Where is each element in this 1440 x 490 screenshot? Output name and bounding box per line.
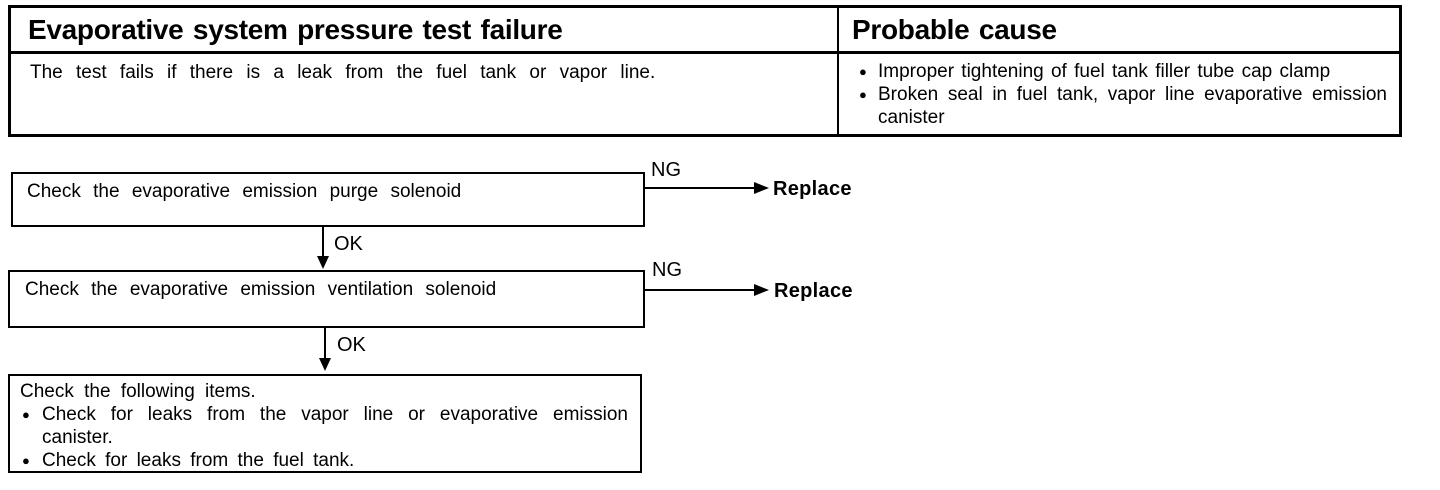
list-item: ● Broken seal in fuel tank, vapor line e…: [859, 83, 1387, 129]
flow-step-1-box: Check the evaporative emission purge sol…: [11, 172, 645, 227]
ng-label-2: NG: [652, 259, 682, 281]
ok-label-1: OK: [334, 233, 363, 255]
bullet-icon: ●: [859, 87, 867, 102]
probable-cause-item: Broken seal in fuel tank, vapor line eva…: [878, 84, 1387, 128]
bullet-icon: ●: [22, 453, 30, 468]
failure-header-label: Evaporative system pressure test failure: [28, 13, 563, 45]
replace-action-1: Replace: [773, 178, 852, 200]
ok-connector-line-2: [324, 328, 326, 360]
list-item: ● Check for leaks from the fuel tank.: [14, 449, 632, 472]
right-arrowhead-icon: [754, 284, 769, 296]
probable-cause-header-cell: Probable cause: [839, 8, 1399, 51]
flow-step-3-title: Check the following items.: [20, 381, 256, 402]
list-item: ● Check for leaks from the vapor line or…: [14, 403, 632, 449]
check-item: Check for leaks from the vapor line or e…: [42, 404, 628, 448]
down-arrowhead-icon: [319, 358, 331, 371]
ng-connector-line-2: [645, 289, 755, 291]
ng-label-1: NG: [651, 159, 681, 181]
probable-cause-cell: ● Improper tightening of fuel tank fille…: [839, 54, 1399, 134]
failure-header-cell: Evaporative system pressure test failure: [11, 8, 839, 51]
probable-cause-item: Improper tightening of fuel tank filler …: [878, 61, 1331, 82]
ng-connector-line-1: [645, 187, 755, 189]
failure-description-cell: The test fails if there is a leak from t…: [11, 54, 839, 134]
probable-cause-list: ● Improper tightening of fuel tank fille…: [859, 60, 1387, 129]
diagnosis-table: Evaporative system pressure test failure…: [8, 5, 1402, 137]
ok-label-2: OK: [337, 334, 366, 356]
table-body-row: The test fails if there is a leak from t…: [11, 54, 1399, 134]
replace-action-2: Replace: [774, 280, 853, 302]
list-item: ● Improper tightening of fuel tank fille…: [859, 60, 1387, 83]
down-arrowhead-icon: [317, 256, 329, 269]
probable-cause-header-label: Probable cause: [852, 13, 1057, 45]
table-header-row: Evaporative system pressure test failure…: [11, 8, 1399, 54]
right-arrowhead-icon: [754, 182, 769, 194]
ok-connector-line-1: [322, 227, 324, 258]
flow-step-3-box: Check the following items. ● Check for l…: [8, 374, 642, 473]
flow-step-2-label: Check the evaporative emission ventilati…: [25, 279, 497, 300]
bullet-icon: ●: [22, 407, 30, 422]
check-item: Check for leaks from the fuel tank.: [42, 450, 355, 471]
failure-description-text: The test fails if there is a leak from t…: [30, 62, 656, 83]
flow-step-3-check-list: ● Check for leaks from the vapor line or…: [14, 403, 632, 472]
bullet-icon: ●: [859, 64, 867, 79]
flow-step-1-label: Check the evaporative emission purge sol…: [27, 181, 462, 202]
flow-step-2-box: Check the evaporative emission ventilati…: [8, 270, 645, 328]
